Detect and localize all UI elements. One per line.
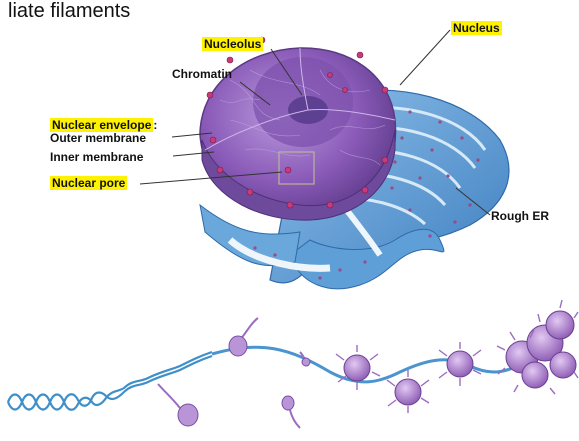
nuclear-envelope-colon: : bbox=[153, 118, 157, 132]
nucleolus-label: Nucleolus bbox=[202, 37, 263, 51]
chromatin-strand bbox=[8, 300, 578, 428]
dna-double-helix bbox=[8, 352, 212, 410]
nuclear-pore-label: Nuclear pore bbox=[50, 176, 127, 190]
linker-dna bbox=[212, 347, 530, 382]
outer-membrane-label: Outer membrane bbox=[50, 131, 146, 145]
free-histone-proteins bbox=[158, 318, 310, 428]
nuclear-pore-label-text: Nuclear pore bbox=[50, 176, 127, 190]
nucleosomes bbox=[344, 311, 576, 405]
nucleolus-label-text: Nucleolus bbox=[202, 37, 263, 51]
inner-membrane-label: Inner membrane bbox=[50, 150, 143, 164]
nuclear-envelope-label-text: Nuclear envelope bbox=[50, 118, 153, 132]
nucleus-label-text: Nucleus bbox=[451, 21, 502, 35]
nucleus bbox=[200, 37, 396, 220]
chromatin-label: Chromatin bbox=[172, 67, 232, 81]
rough-er-label: Rough ER bbox=[491, 209, 549, 223]
nuclear-envelope-label: Nuclear envelope: bbox=[50, 118, 157, 132]
nucleus-label: Nucleus bbox=[451, 21, 502, 35]
